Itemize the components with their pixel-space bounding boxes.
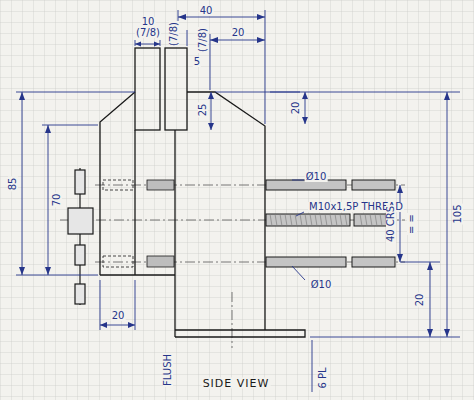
body-outline <box>100 48 305 337</box>
dimension-label: 20 <box>291 101 301 116</box>
dimension-label: 40 CRS <box>386 205 396 243</box>
dimension-label: 70 <box>52 193 62 208</box>
dimension-label: 85 <box>8 177 18 192</box>
dimension-label: 20 <box>231 28 246 38</box>
dimension-label: 105 <box>453 203 463 224</box>
guide-rods <box>266 180 395 267</box>
dimension-label: 20 <box>415 293 425 308</box>
dimension-label: 5 <box>193 57 201 67</box>
centre-lines <box>60 185 405 348</box>
dimension-label: 6 PL <box>318 366 328 389</box>
dimension-label: FLUSH <box>163 353 173 387</box>
dimension-label: Ø10 <box>310 280 333 290</box>
dimension-label: (7/8) <box>198 27 208 53</box>
dimension-label: 20 <box>111 311 126 321</box>
dimension-label: 10 <box>141 17 156 27</box>
view-caption: SIDE VIEW <box>202 378 271 389</box>
through-holes <box>103 180 174 267</box>
dimension-label: 25 <box>198 103 208 118</box>
arrowheads <box>19 14 450 337</box>
handle <box>68 168 93 305</box>
dimension-label: (7/8) <box>169 21 179 47</box>
dimension-label: = = <box>407 213 417 235</box>
dimension-label: 40 <box>199 6 214 16</box>
dimension-lines <box>16 10 460 392</box>
thread-marks <box>270 214 392 226</box>
dimension-label: (7/8) <box>135 28 161 38</box>
dimension-label: Ø10 <box>305 172 328 182</box>
